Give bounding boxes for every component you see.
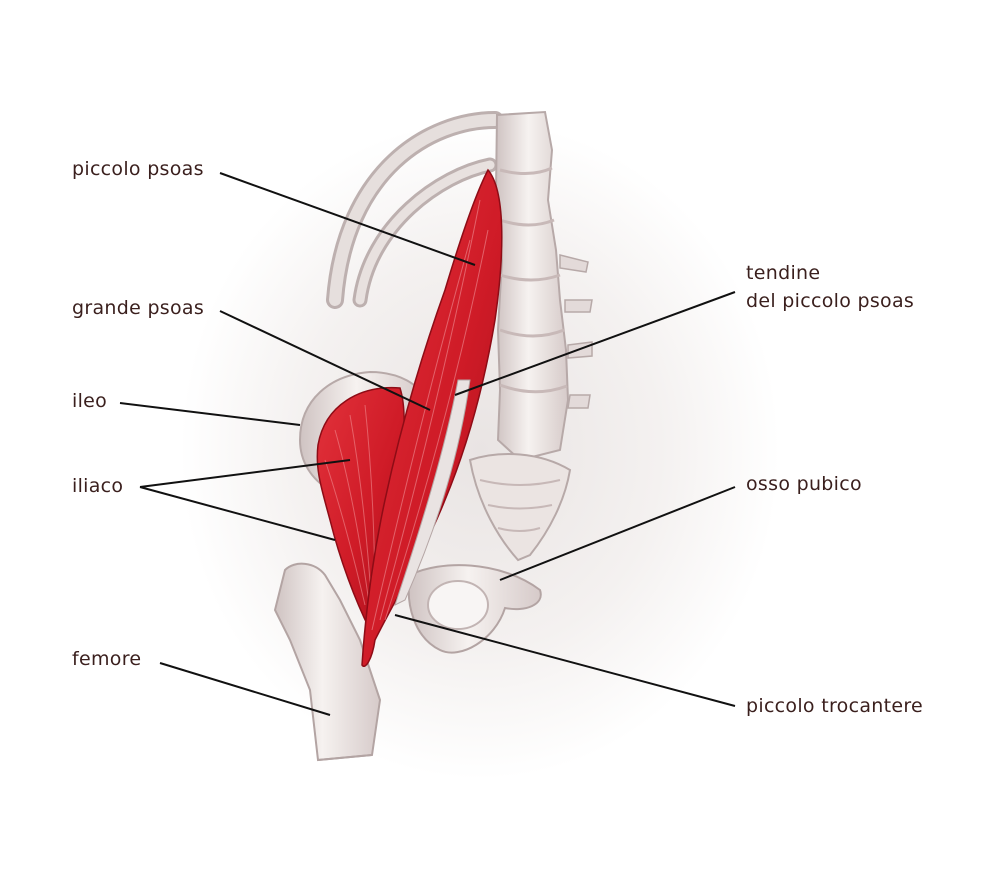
leader-iliaco-2 — [139, 486, 336, 541]
leader-tendine — [454, 291, 736, 396]
label-tendine: tendine del piccolo psoas — [746, 259, 914, 315]
label-grande-psoas: grande psoas — [72, 297, 205, 319]
label-femore: femore — [72, 648, 142, 670]
pubic-bone — [407, 564, 542, 654]
psoas-minor-tendon — [394, 379, 471, 606]
leader-ileo — [119, 402, 301, 426]
leader-lines — [119, 172, 736, 716]
label-tendine-line2: del piccolo psoas — [746, 290, 915, 312]
leader-piccolo-psoas — [219, 172, 476, 266]
leader-femore — [159, 662, 331, 716]
label-osso-pubico: osso pubico — [746, 473, 862, 495]
psoas-fibers — [371, 199, 489, 631]
label-piccolo-psoas: piccolo psoas — [72, 158, 204, 180]
femur-bone — [273, 562, 382, 762]
label-ileo: ileo — [72, 390, 108, 412]
ribs — [326, 111, 504, 309]
leader-osso-pubico — [499, 486, 736, 581]
leader-grande-psoas — [219, 310, 431, 411]
label-iliaco: iliaco — [72, 475, 124, 497]
label-piccolo-trocantere: piccolo trocantere — [746, 695, 924, 717]
leader-iliaco-1 — [139, 459, 351, 488]
sacrum — [468, 453, 572, 562]
label-tendine-line1: tendine — [746, 262, 821, 284]
leader-piccolo-trocantere — [394, 614, 736, 707]
